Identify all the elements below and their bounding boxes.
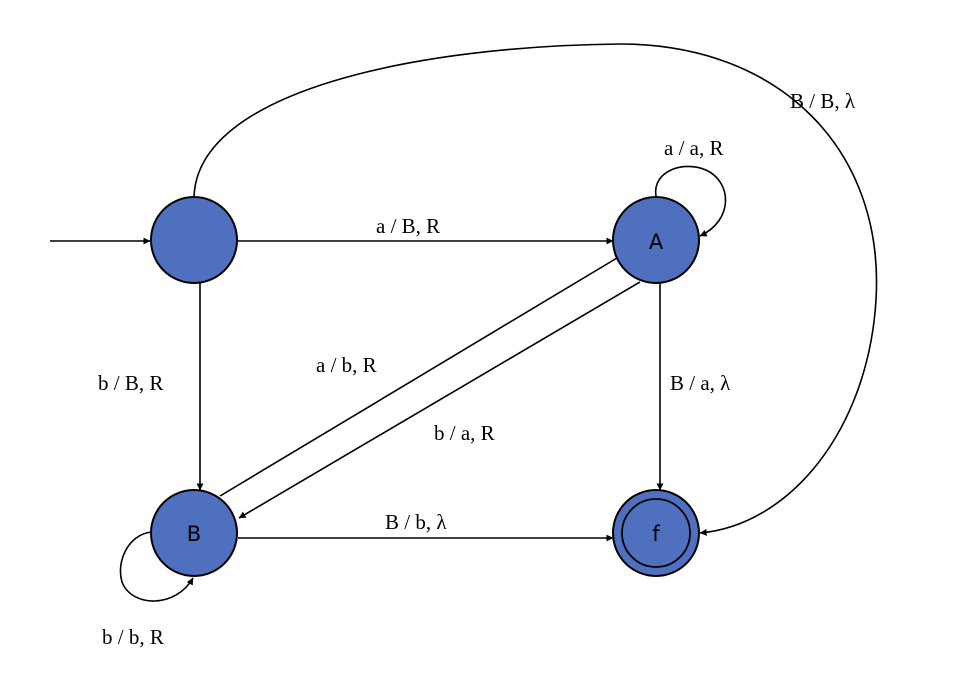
edge-B-to-A (219, 254, 623, 497)
edge-A-self-loop (654, 165, 727, 237)
state-f-circle (612, 489, 700, 577)
label-B-to-A: a / b, R (316, 353, 377, 377)
edge-start-to-f (193, 43, 878, 536)
edge-A-to-B (238, 281, 641, 519)
state-A-label: A (649, 230, 664, 254)
label-B-to-f: B / b, λ (385, 510, 447, 534)
label-start-to-B: b / B, R (98, 371, 163, 395)
state-f-accept-ring (621, 498, 691, 568)
state-A-circle (612, 196, 700, 284)
state-B[interactable]: B (150, 489, 238, 577)
label-A-to-f: B / a, λ (670, 371, 731, 395)
state-f[interactable]: f (612, 489, 700, 577)
edge-B-self-loop (119, 531, 194, 602)
label-A-to-B: b / a, R (434, 421, 495, 445)
state-B-label: B (187, 522, 201, 546)
state-f-label: f (652, 522, 660, 546)
label-A-self-loop: a / a, R (664, 136, 723, 160)
label-start-to-A: a / B, R (376, 214, 440, 238)
state-B-circle (150, 489, 238, 577)
label-B-self-loop: b / b, R (102, 625, 164, 649)
state-A[interactable]: A (612, 196, 700, 284)
label-start-to-f: B / B, λ (790, 89, 856, 113)
state-start-circle (150, 196, 238, 284)
state-start[interactable] (150, 196, 238, 284)
